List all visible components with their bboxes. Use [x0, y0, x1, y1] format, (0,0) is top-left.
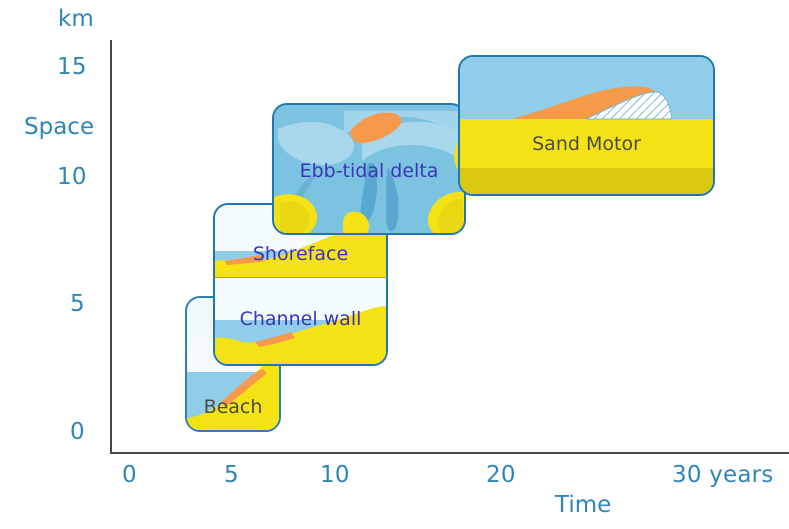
channel-wall-art-svg [215, 276, 386, 364]
y-axis-line [110, 40, 112, 454]
ebb-tidal-delta-bathymetry-art [274, 105, 464, 233]
y-tick-10: 10 [57, 164, 87, 190]
panel-ebb-tidal-delta[interactable]: Ebb-tidal delta [272, 103, 466, 235]
x-tick-10: 10 [320, 462, 350, 488]
y-tick-15: 15 [57, 54, 87, 80]
panel-sand-motor-label: Sand Motor [532, 133, 641, 155]
channel-wall-cross-section-art [215, 276, 386, 364]
x-axis-title: Time [555, 492, 612, 518]
sand-motor-art-svg [460, 57, 713, 194]
panel-shoreface-label: Shoreface [252, 243, 349, 265]
panel-sand-motor[interactable]: Sand Motor [458, 55, 715, 196]
panel-channel-wall-label: Channel wall [239, 308, 362, 330]
sand-motor-cross-section-art [460, 57, 713, 194]
y-axis-unit-label: km [58, 6, 94, 32]
x-tick-0: 0 [122, 462, 137, 488]
panel-beach-label: Beach [203, 396, 263, 418]
y-tick-5: 5 [70, 291, 85, 317]
panel-channel-wall[interactable]: Channel wall [213, 276, 388, 366]
y-axis-title: Space [24, 114, 95, 140]
x-axis-line [110, 452, 789, 454]
ebb-tidal-delta-art-svg [274, 105, 464, 233]
panel-ebb-tidal-delta-label: Ebb-tidal delta [299, 160, 439, 182]
x-tick-30-years: 30 years [672, 462, 774, 488]
x-tick-20: 20 [486, 462, 516, 488]
y-tick-0: 0 [70, 419, 85, 445]
x-tick-5: 5 [224, 462, 239, 488]
